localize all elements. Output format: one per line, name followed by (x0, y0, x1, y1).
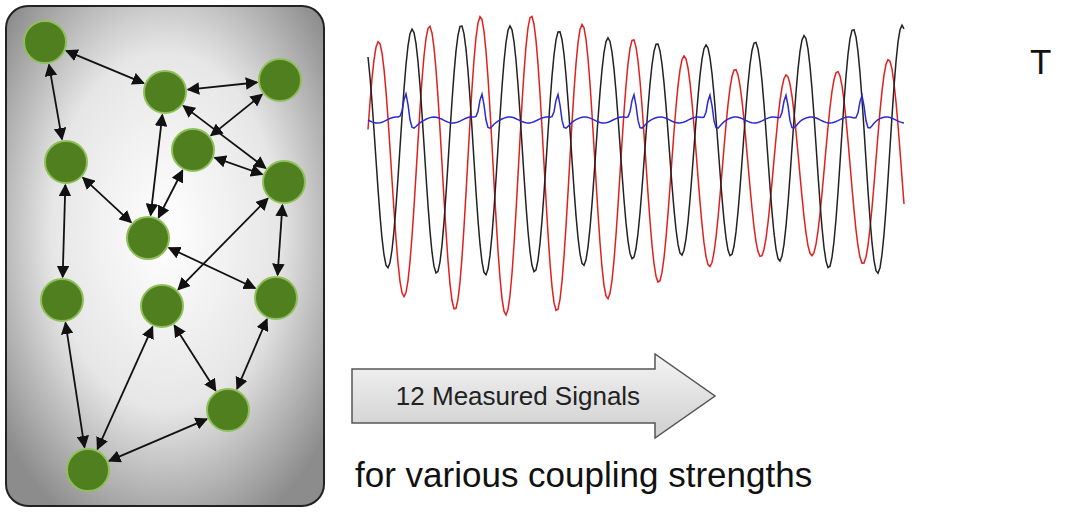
oscillator-circle (144, 71, 186, 113)
oscillator-circle (41, 279, 83, 321)
network-link (211, 94, 262, 135)
network-link (215, 158, 263, 175)
black-signal (368, 25, 904, 274)
network-link (158, 170, 182, 217)
oscillator-circle (24, 21, 66, 63)
network-box (6, 6, 324, 506)
network-link (188, 82, 257, 89)
network-link (169, 248, 255, 288)
blue-signal (368, 94, 904, 128)
network-link (65, 323, 84, 448)
network-link (178, 198, 268, 289)
oscillator-circle (141, 285, 183, 327)
network-links (49, 51, 282, 461)
network-link (49, 65, 62, 140)
arrow-label: 12 Measured Signals (396, 383, 640, 409)
oscillator-circle (263, 161, 305, 203)
network-link (97, 327, 152, 449)
oscillator-circle (259, 59, 301, 101)
oscillator-circle (67, 449, 109, 491)
network-link (63, 185, 66, 277)
network-oscillators (24, 21, 305, 491)
network-link (278, 205, 283, 275)
caption-text: for various coupling strengths (355, 457, 812, 492)
network-link (237, 319, 267, 389)
network-link (66, 51, 144, 83)
block-arrow: 12 Measured Signals (351, 353, 717, 439)
oscillator-circle (207, 389, 249, 431)
cut-off-text: T (1030, 44, 1051, 79)
oscillator-circle (172, 129, 214, 171)
oscillator-circle (127, 217, 169, 259)
network-link (151, 115, 163, 215)
network-link (109, 419, 207, 461)
oscillator-circle (45, 141, 87, 183)
oscillator-circle (255, 277, 297, 319)
red-signal (368, 17, 904, 315)
network-link (174, 325, 215, 390)
network-link (83, 178, 131, 223)
